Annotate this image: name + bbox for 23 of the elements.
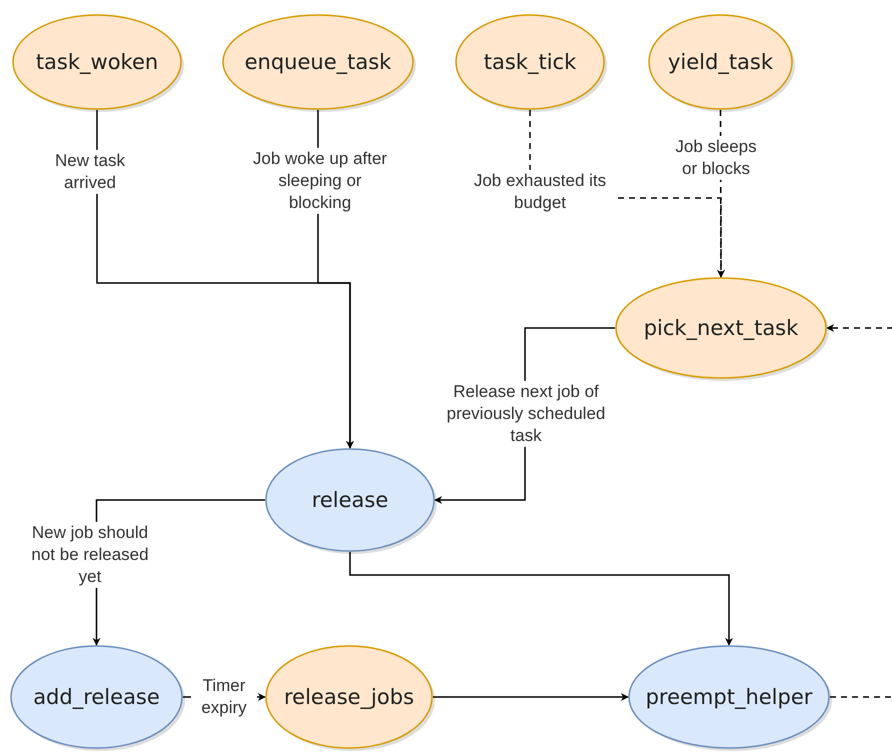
node-label: preempt_helper: [646, 685, 812, 709]
connector-line: [830, 696, 892, 698]
edge-label: Job woke up after sleeping or blocking: [250, 148, 390, 214]
node-label: task_tick: [484, 50, 576, 74]
node-label: release_jobs: [284, 685, 414, 709]
ellipse-node: [615, 277, 827, 379]
ellipse-node: [455, 14, 605, 110]
node-label: add_release: [33, 685, 160, 709]
ellipse-node: [648, 14, 793, 110]
arrow: [433, 693, 629, 701]
arrow: [826, 324, 892, 332]
node-label: release: [312, 488, 388, 512]
node-label: pick_next_task: [644, 316, 798, 340]
ellipse-node: [265, 645, 433, 749]
node-label: task_woken: [36, 50, 158, 74]
arrow: [349, 552, 733, 646]
node-label: enqueue_task: [244, 50, 392, 74]
ellipse-node: [265, 448, 435, 552]
ellipse-node: [222, 14, 414, 110]
ellipse-node: [12, 14, 182, 110]
ellipse-node: [628, 645, 830, 749]
node-label: yield_task: [668, 50, 774, 74]
ellipse-node: [10, 645, 183, 749]
